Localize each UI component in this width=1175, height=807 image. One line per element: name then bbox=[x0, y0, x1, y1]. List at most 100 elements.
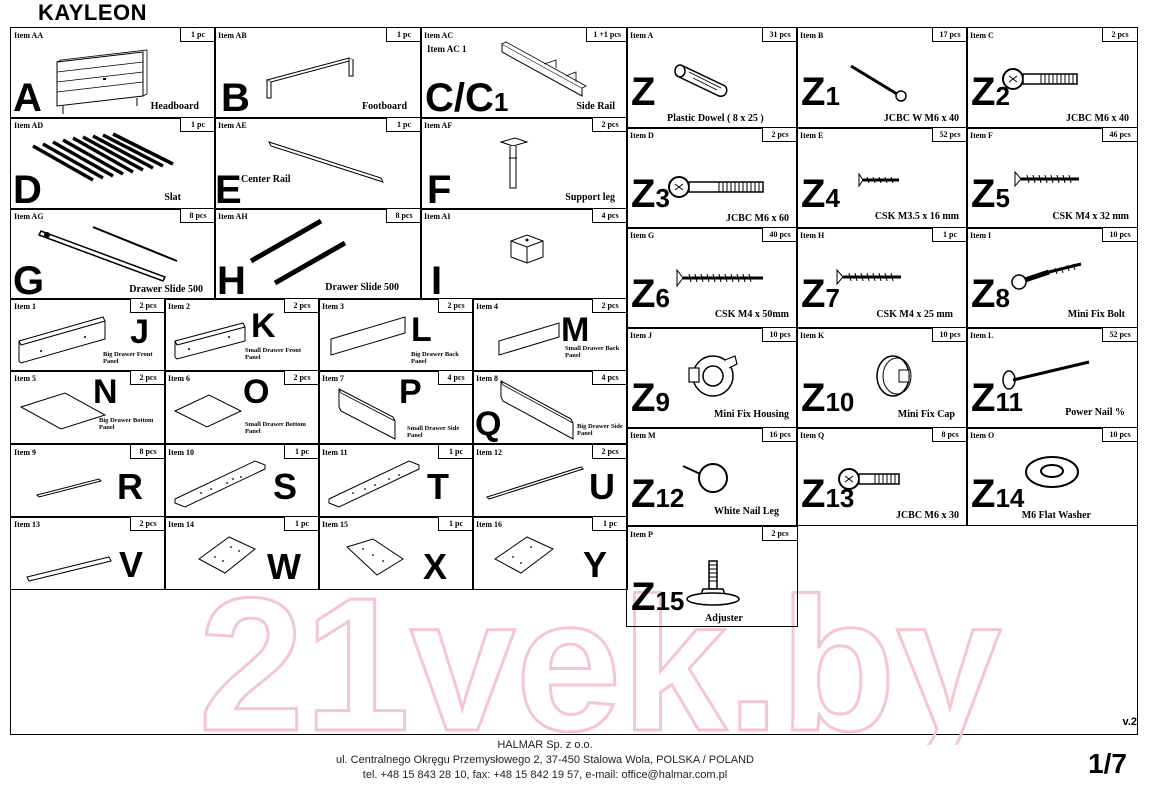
item-id: Item AA bbox=[14, 31, 44, 40]
footer-company: HALMAR Sp. z o.o. bbox=[497, 739, 593, 751]
part-cell-16: Item 16 1 pc Y bbox=[472, 516, 628, 590]
item-id: Item 6 bbox=[168, 374, 190, 383]
item-id: Item 9 bbox=[14, 448, 36, 457]
item-qty: 10 pcs bbox=[932, 328, 967, 342]
item-qty: 1 pc bbox=[284, 517, 319, 531]
item-qty: 2 pcs bbox=[130, 517, 165, 531]
part-cell-7: Item 7 4 pcs P Small Drawer Side Panel bbox=[318, 370, 474, 444]
part-letter: E bbox=[215, 168, 242, 212]
screw-icon bbox=[836, 268, 901, 286]
part-name: Headboard bbox=[150, 101, 199, 112]
hardware-name: Mini Fix Cap bbox=[897, 409, 955, 420]
hardware-name: M6 Flat Washer bbox=[1021, 510, 1091, 521]
hardware-code: Z3 bbox=[631, 172, 670, 216]
part-cell-ac: Item AC Item AC 1 1 +1 pcs C/C1 Side Rai… bbox=[420, 27, 628, 119]
item-qty: 2 pcs bbox=[130, 371, 165, 385]
part-cell-ai: Item AI 4 pcs I bbox=[420, 208, 628, 301]
hardware-name: Plastic Dowel ( 8 x 25 ) bbox=[667, 113, 764, 124]
strip-drawing bbox=[486, 466, 584, 500]
version-label: v.2 bbox=[1122, 716, 1137, 728]
item-id: Item AH bbox=[218, 212, 248, 221]
hardware-cell-e: Item E 52 pcs Z4 CSK M3.5 x 16 mm bbox=[796, 127, 968, 229]
hardware-name: CSK M4 x 25 mm bbox=[876, 309, 953, 320]
hardware-cell-c: Item C 2 pcs Z2 JCBC M6 x 40 bbox=[966, 27, 1138, 129]
part-cell-13: Item 13 2 pcs V bbox=[10, 516, 166, 590]
item-qty: 17 pcs bbox=[932, 28, 967, 42]
side-panel-drawing bbox=[338, 388, 396, 440]
headboard-drawing bbox=[56, 49, 148, 114]
item-id: Item E bbox=[800, 131, 824, 140]
item-qty: 10 pcs bbox=[1102, 228, 1137, 242]
part-cell-ad: Item AD 1 pc D Slat bbox=[10, 117, 216, 210]
part-cell-12: Item 12 2 pcs U bbox=[472, 444, 628, 518]
part-cell-3: Item 3 2 pcs L Big Drawer Back Panel bbox=[318, 298, 474, 372]
part-name: Slat bbox=[164, 192, 181, 203]
hardware-code: Z9 bbox=[631, 376, 670, 420]
support-leg-drawing bbox=[499, 137, 529, 189]
part-cell-4: Item 4 2 pcs M Small Drawer Back Panel bbox=[472, 298, 628, 372]
bottom-panel-drawing bbox=[19, 392, 107, 430]
screw-icon bbox=[850, 64, 907, 102]
part-letter: Q bbox=[475, 405, 502, 443]
part-letter: D bbox=[13, 168, 42, 212]
item-id: Item 13 bbox=[14, 520, 40, 529]
part-cell-15: Item 15 1 pc X bbox=[318, 516, 474, 590]
item-id: Item AG bbox=[14, 212, 44, 221]
part-cell-14: Item 14 1 pc W bbox=[164, 516, 320, 590]
hardware-code: Z11 bbox=[971, 376, 1023, 420]
item-qty: 8 pcs bbox=[130, 445, 165, 459]
part-letter: T bbox=[427, 466, 449, 507]
part-letter: G bbox=[13, 259, 45, 303]
item-id: Item 12 bbox=[476, 448, 502, 457]
bolt-icon bbox=[1011, 262, 1082, 290]
item-id: Item J bbox=[630, 331, 652, 340]
item-qty: 2 pcs bbox=[762, 527, 797, 541]
part-name: Big Drawer Back Panel bbox=[411, 351, 459, 366]
item-id: Item B bbox=[800, 31, 824, 40]
part-name: Side Rail bbox=[576, 101, 615, 112]
hardware-cell-a: Item A 31 pcs Z Plastic Dowel ( 8 x 25 ) bbox=[626, 27, 798, 129]
hardware-cell-f: Item F 46 pcs Z5 CSK M4 x 32 mm bbox=[966, 127, 1138, 229]
item-qty: 10 pcs bbox=[762, 328, 797, 342]
footboard-drawing bbox=[265, 57, 355, 99]
item-id: Item AF bbox=[424, 121, 453, 130]
item-id: Item F bbox=[970, 131, 993, 140]
item-id: Item 5 bbox=[14, 374, 36, 383]
item-qty: 2 pcs bbox=[762, 128, 797, 142]
part-name: Small Drawer Side Panel bbox=[407, 425, 460, 440]
part-name: Drawer Slide 500 bbox=[325, 282, 399, 293]
item-id: Item G bbox=[630, 231, 655, 240]
part-letter: W bbox=[267, 546, 301, 587]
hardware-code: Z bbox=[631, 70, 656, 114]
plate-drawing bbox=[174, 460, 266, 508]
part-letter: Y bbox=[583, 544, 608, 585]
hardware-code: Z10 bbox=[801, 376, 855, 420]
item-id: Item C bbox=[970, 31, 994, 40]
part-letter: K bbox=[251, 307, 276, 345]
hardware-name: Mini Fix Bolt bbox=[1067, 309, 1125, 320]
part-letter: F bbox=[427, 168, 452, 212]
part-letter: L bbox=[411, 311, 432, 349]
item-qty: 52 pcs bbox=[1102, 328, 1137, 342]
nail-icon bbox=[1002, 360, 1090, 390]
hardware-name: CSK M4 x 50mm bbox=[714, 309, 789, 320]
hardware-cell-h: Item H 1 pc Z7 CSK M4 x 25 mm bbox=[796, 227, 968, 329]
footer-contact: tel. +48 15 843 28 10, fax: +48 15 842 1… bbox=[362, 769, 728, 781]
part-name: Small Drawer Front Panel bbox=[245, 347, 302, 362]
part-letter: O bbox=[243, 373, 270, 411]
item-id: Item H bbox=[800, 231, 825, 240]
hardware-cell-o: Item O 10 pcs Z14 M6 Flat Washer bbox=[966, 427, 1138, 526]
slat-drawing bbox=[32, 132, 174, 182]
item-qty: 1 pc bbox=[592, 517, 627, 531]
side-panel-drawing bbox=[500, 380, 574, 440]
part-cell-1: Item 1 2 pcs J Big Drawer Front Panel bbox=[10, 298, 166, 372]
hardware-code: Z12 bbox=[631, 472, 685, 516]
item-id: Item 4 bbox=[476, 302, 498, 311]
part-cell-8: Item 8 4 pcs Q Big Drawer Side Panel bbox=[472, 370, 628, 444]
washer-icon bbox=[1025, 456, 1079, 488]
item-qty: 31 pcs bbox=[762, 28, 797, 42]
item-id: Item 14 bbox=[168, 520, 194, 529]
hardware-name: Adjuster bbox=[705, 613, 743, 624]
item-qty: 46 pcs bbox=[1102, 128, 1137, 142]
dowel-icon bbox=[674, 64, 728, 98]
